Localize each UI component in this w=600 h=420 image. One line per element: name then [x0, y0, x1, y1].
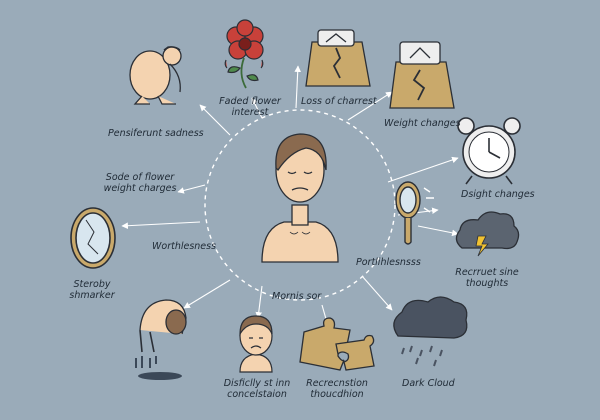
- label-dark-cloud: Dark Cloud: [402, 378, 455, 389]
- arrow-storm-cloud: [417, 225, 459, 237]
- arrow-oval-mirror: [121, 221, 201, 229]
- center-dashed-circle: [204, 109, 396, 301]
- arrow-dark-cloud: [361, 275, 393, 311]
- label-portlihlesness: Portlihlesnsss: [356, 257, 421, 268]
- label-worthlessness: Worthlesness: [152, 241, 217, 252]
- arrow-weight-changes: [347, 91, 393, 121]
- arrow-sleep-changes: [387, 156, 459, 183]
- label-persistent-sadness: Pensiferunt sadness: [108, 128, 204, 139]
- label-difficulty-concentration: Disficlly st inn concelstaion: [223, 378, 291, 400]
- oval-mirror-icon: [70, 207, 116, 269]
- arrow-sad-face: [255, 285, 263, 319]
- label-weight-changes: Weight changes: [384, 118, 461, 129]
- arrow-hunched-person: [183, 279, 231, 309]
- wilted-flower-icon: [224, 19, 264, 89]
- label-sode-of-flower: Sode of flower weight charges: [103, 172, 177, 194]
- sad-face-icon: [239, 315, 273, 373]
- label-sleep-changes: Dsight changes: [461, 189, 535, 200]
- crouching-person-icon: [129, 46, 182, 105]
- arrow-persistent-sadness: [199, 104, 231, 136]
- connector-arrows: [121, 65, 459, 327]
- label-loss-of-charrest: Loss of charrest: [301, 96, 377, 107]
- label-center: Mornis sor: [272, 291, 322, 302]
- cracked-mirror-icon: [395, 181, 434, 245]
- rain-cloud-icon: [393, 296, 468, 367]
- alarm-clock-icon: [457, 117, 521, 185]
- hunched-person-icon: [135, 299, 187, 380]
- cracked-scale-icon: [389, 41, 455, 109]
- label-recreation: Recrecnstion thoucdhion: [306, 378, 368, 400]
- arrow-faded-flower: [251, 97, 263, 119]
- puzzle-pieces-icon: [299, 317, 375, 371]
- broken-scale-icon: [305, 29, 371, 87]
- arrow-loss-of-charrest: [294, 65, 302, 109]
- label-faded-flower: Faded flower interest: [219, 96, 281, 118]
- label-steroby-shmarker: Steroby shmarker: [69, 279, 115, 301]
- storm-cloud-icon: [455, 211, 520, 257]
- arrow-weight-charges: [177, 184, 206, 194]
- sad-person-icon: [261, 133, 339, 263]
- label-recurrent-thoughts: Recrruet sine thoughts: [455, 267, 519, 289]
